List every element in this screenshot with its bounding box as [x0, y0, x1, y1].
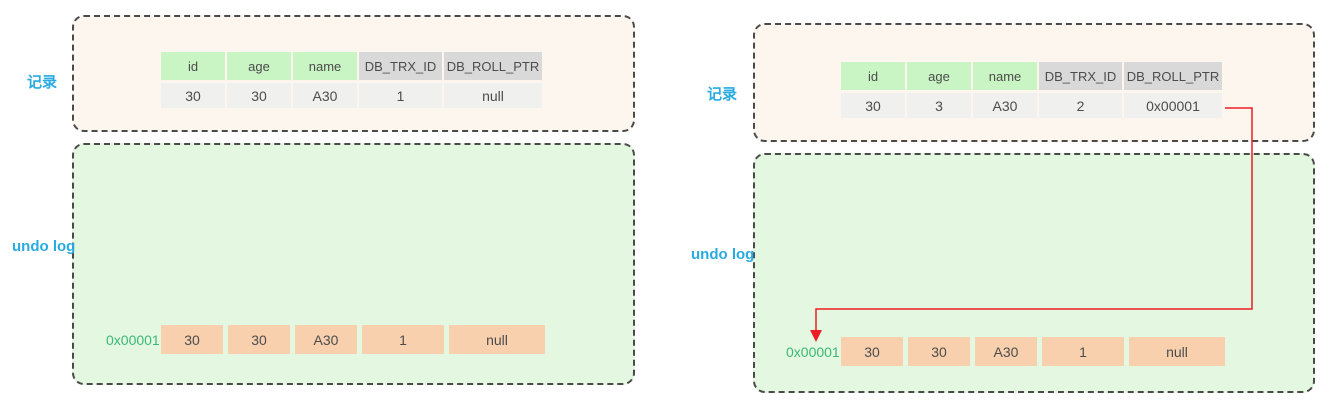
column-header: age: [227, 52, 291, 80]
undo-log-cell: 30: [908, 337, 970, 366]
record-cell: null: [444, 83, 542, 108]
column-header: DB_TRX_ID: [1039, 62, 1122, 90]
record-cell: 1: [359, 83, 442, 108]
undo-log-label: undo log: [691, 246, 755, 263]
undo-log-cell: 30: [841, 337, 903, 366]
undo-log-label: undo log: [12, 238, 76, 255]
record-label: 记录: [707, 86, 738, 103]
undo-log-cell: 1: [362, 325, 444, 354]
record-cell: 30: [161, 83, 225, 108]
record-cell: A30: [973, 93, 1037, 118]
record-cell: 30: [227, 83, 291, 108]
column-header: id: [161, 52, 225, 80]
record-cell: A30: [293, 83, 357, 108]
undo-log-cell: 30: [228, 325, 290, 354]
undo-log-row: 30 30 A30 1 null: [161, 325, 545, 354]
column-header: age: [907, 62, 971, 90]
column-header: DB_ROLL_PTR: [1124, 62, 1222, 90]
undo-log-cell: 30: [161, 325, 223, 354]
undo-addr-label: 0x00001: [106, 332, 160, 348]
undo-log-cell: 1: [1042, 337, 1124, 366]
undo-log-cell: A30: [295, 325, 357, 354]
column-header: id: [841, 62, 905, 90]
column-header: DB_TRX_ID: [359, 52, 442, 80]
record-cell: 2: [1039, 93, 1122, 118]
undo-addr-label: 0x00001: [786, 344, 840, 360]
record-label: 记录: [27, 74, 58, 91]
column-header: name: [973, 62, 1037, 90]
undo-log-row: 30 30 A30 1 null: [841, 337, 1225, 366]
record-cell: 3: [907, 93, 971, 118]
record-table: id age name DB_TRX_ID DB_ROLL_PTR 30 3 A…: [841, 62, 1222, 118]
record-table: id age name DB_TRX_ID DB_ROLL_PTR 30 30 …: [161, 52, 542, 108]
undo-log-cell: null: [1129, 337, 1225, 366]
record-cell: 0x00001: [1124, 93, 1222, 118]
record-cell: 30: [841, 93, 905, 118]
column-header: DB_ROLL_PTR: [444, 52, 542, 80]
column-header: name: [293, 52, 357, 80]
undo-log-cell: null: [449, 325, 545, 354]
undo-log-cell: A30: [975, 337, 1037, 366]
